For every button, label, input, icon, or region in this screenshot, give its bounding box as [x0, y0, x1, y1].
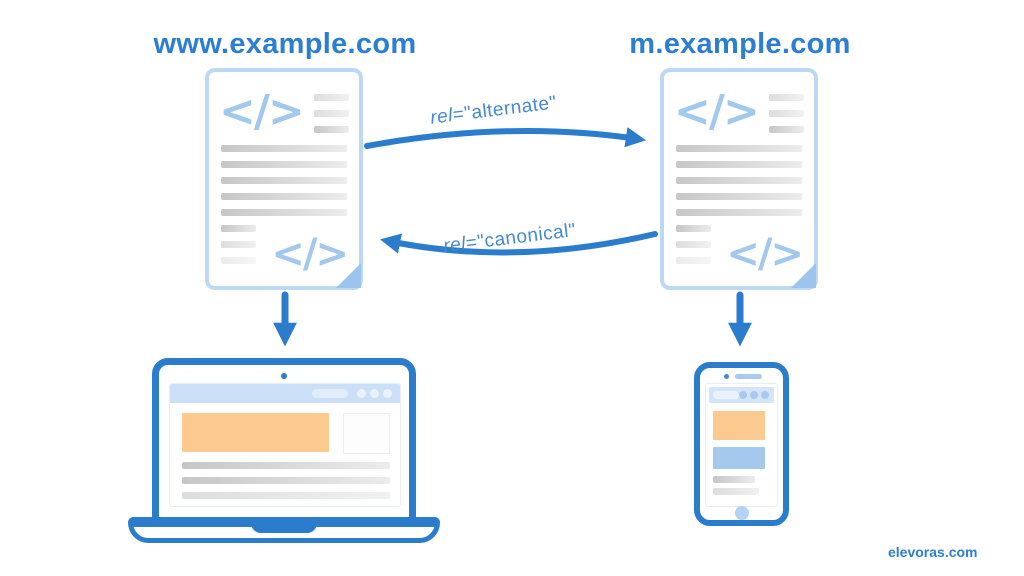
text-line	[182, 492, 390, 499]
doc-header-lines	[769, 94, 804, 133]
text-line	[221, 257, 256, 264]
speaker-icon	[735, 374, 762, 379]
mobile-html-document: </> </>	[660, 68, 818, 290]
window-dot-icon	[761, 391, 769, 399]
desktop-html-document: </> </>	[205, 68, 363, 290]
text-line	[221, 241, 256, 248]
text-line	[314, 110, 349, 117]
desktop-browser-window	[169, 383, 401, 507]
text-line	[314, 94, 349, 101]
laptop-icon	[128, 356, 440, 544]
text-line	[676, 145, 802, 152]
window-dot-icon	[370, 389, 379, 398]
home-button-icon	[734, 506, 749, 520]
text-line	[676, 241, 711, 248]
desktop-site-title: www.example.com	[153, 28, 417, 60]
code-icon: </>	[219, 86, 305, 137]
text-line	[769, 126, 804, 133]
text-line	[676, 225, 711, 232]
text-line	[676, 177, 802, 184]
doc-footer-lines	[676, 225, 711, 264]
camera-dot-icon	[724, 374, 729, 379]
code-icon: </>	[271, 231, 349, 277]
hero-banner	[713, 411, 765, 440]
smartphone-icon	[694, 362, 789, 526]
doc-footer-lines	[221, 225, 256, 264]
laptop-screen	[152, 358, 416, 524]
window-dot-icon	[357, 389, 366, 398]
doc-header-lines	[314, 94, 349, 133]
text-line	[221, 161, 347, 168]
text-line	[221, 225, 256, 232]
mobile-browser-window	[705, 383, 778, 507]
text-line	[221, 145, 347, 152]
page-text-lines	[182, 462, 390, 499]
sidebar-placeholder	[343, 413, 390, 454]
doc-body-lines	[676, 145, 802, 216]
text-line	[221, 209, 347, 216]
hero-banner	[182, 413, 329, 452]
rel-value: ="canonical"	[464, 219, 578, 255]
mobile-site-title: m.example.com	[629, 28, 851, 60]
rel-keyword: rel	[442, 233, 468, 258]
browser-toolbar	[170, 384, 400, 403]
window-buttons-icon	[739, 391, 769, 399]
address-pill	[713, 391, 739, 399]
text-line	[713, 476, 755, 483]
rel-canonical-label: rel="canonical"	[442, 220, 577, 258]
address-pill	[312, 389, 348, 398]
browser-toolbar	[709, 387, 774, 403]
rel-keyword: rel	[429, 105, 455, 129]
camera-dot-icon	[281, 373, 287, 379]
window-dot-icon	[383, 389, 392, 398]
text-line	[676, 161, 802, 168]
doc-body-lines	[221, 145, 347, 216]
window-dot-icon	[739, 391, 747, 399]
text-line	[769, 110, 804, 117]
text-line	[713, 488, 759, 495]
text-line	[676, 193, 802, 200]
content-block	[713, 447, 765, 469]
alternate-arrow-icon	[364, 127, 647, 149]
laptop-notch	[251, 517, 317, 533]
page-hero-row	[182, 413, 390, 454]
rel-value: ="alternate"	[451, 92, 558, 126]
text-line	[769, 94, 804, 101]
text-line	[221, 177, 347, 184]
text-line	[676, 257, 711, 264]
window-dot-icon	[750, 391, 758, 399]
window-buttons-icon	[357, 389, 392, 398]
text-line	[221, 193, 347, 200]
text-line	[314, 126, 349, 133]
code-icon: </>	[726, 231, 804, 277]
rel-alternate-label: rel="alternate"	[429, 92, 558, 129]
text-line	[182, 462, 390, 469]
text-line	[676, 209, 802, 216]
watermark-brand: elevoras.com	[888, 544, 978, 560]
text-line	[182, 477, 390, 484]
code-icon: </>	[674, 86, 760, 137]
